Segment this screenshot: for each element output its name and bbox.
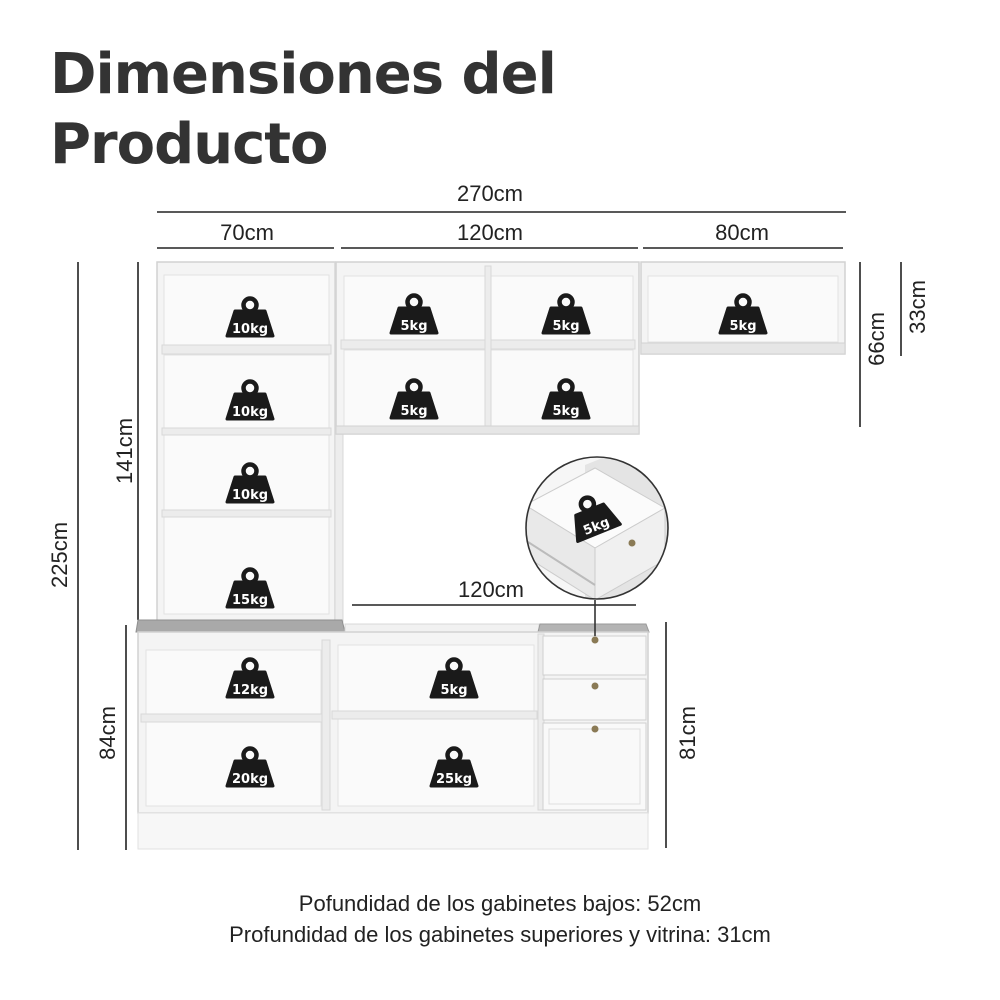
weight-label: 15kg xyxy=(232,593,268,608)
weight-label: 10kg xyxy=(232,322,268,337)
weight-icon: 5kg xyxy=(431,660,477,699)
weight-icon: 20kg xyxy=(227,749,273,788)
drawer-callout xyxy=(525,456,669,636)
weight-icon: 5kg xyxy=(543,296,589,335)
dim-total-width: 270cm xyxy=(457,181,523,206)
base-depth-note: Pofundidad de los gabinetes bajos: 52cm xyxy=(298,891,702,916)
depth-notes: Pofundidad de los gabinetes bajos: 52cm … xyxy=(0,888,1000,950)
weight-icon: 12kg xyxy=(227,660,273,699)
weight-icon: 10kg xyxy=(227,465,273,504)
dim-base-width: 120cm xyxy=(458,577,524,602)
weight-icon: 15kg xyxy=(227,570,273,609)
dim-tall-height: 141cm xyxy=(112,418,137,484)
base-cabinet xyxy=(135,619,650,850)
weight-label: 5kg xyxy=(553,404,580,419)
weight-label: 10kg xyxy=(232,488,268,503)
title-line-2: Producto xyxy=(50,112,329,177)
weight-label: 10kg xyxy=(232,405,268,420)
weight-icon: 10kg xyxy=(227,382,273,421)
dim-upper-width: 120cm xyxy=(457,220,523,245)
weight-icons: 10kg 10kg 10kg 15kg 5kg 5kg 5kg 5kg xyxy=(227,296,766,788)
weight-label: 5kg xyxy=(401,319,428,334)
dim-right-upper-width: 80cm xyxy=(715,220,769,245)
weight-label: 12kg xyxy=(232,683,268,698)
dimension-labels: 270cm 70cm 120cm 80cm 120cm 225cm 141cm … xyxy=(47,181,930,760)
dim-total-height: 225cm xyxy=(47,522,72,588)
title-line-1: Dimensiones del xyxy=(50,42,557,107)
weight-icon: 25kg xyxy=(431,749,477,788)
weight-icon: 10kg xyxy=(227,299,273,338)
upper-depth-note: Profundidad de los gabinetes superiores … xyxy=(229,922,771,947)
weight-icon: 5kg xyxy=(543,381,589,420)
weight-icon: 5kg xyxy=(391,296,437,335)
dim-right-upper-inner-height: 33cm xyxy=(905,280,930,334)
weight-label: 5kg xyxy=(441,683,468,698)
page-title: Dimensiones del Producto xyxy=(50,40,557,180)
dim-right-upper-height: 66cm xyxy=(864,312,889,366)
dim-base-height-left: 84cm xyxy=(95,706,120,760)
weight-label: 5kg xyxy=(730,319,757,334)
dimension-lines xyxy=(77,211,902,850)
weight-label: 25kg xyxy=(436,772,472,787)
dim-base-height-right: 81cm xyxy=(675,706,700,760)
weight-label: 20kg xyxy=(232,772,268,787)
weight-icon: 5kg xyxy=(391,381,437,420)
dim-tall-width: 70cm xyxy=(220,220,274,245)
weight-icon: 5kg xyxy=(720,296,766,335)
weight-label: 5kg xyxy=(401,404,428,419)
upper-middle-cabinet xyxy=(335,261,640,435)
weight-label: 5kg xyxy=(553,319,580,334)
